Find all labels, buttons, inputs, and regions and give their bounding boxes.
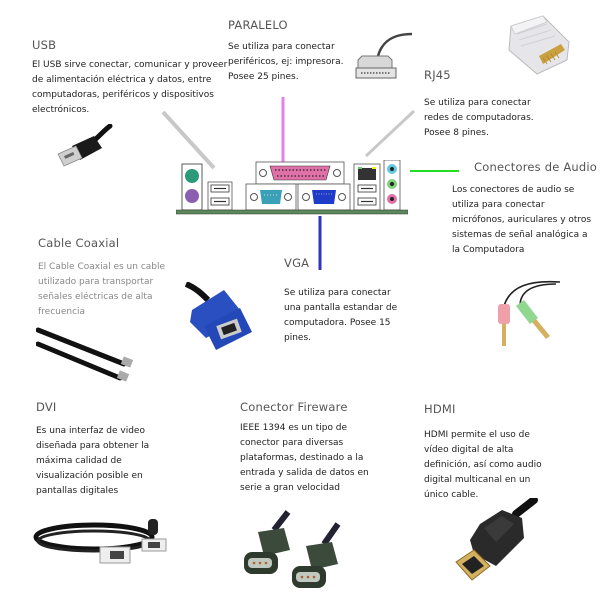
coaxial-title: Cable Coaxial — [38, 236, 120, 250]
dvi-title: DVI — [36, 400, 57, 414]
audio-jack-icon — [498, 280, 561, 346]
usb-description: El USB sirve conectar, comunicar y prove… — [32, 60, 228, 115]
audio-title: Conectores de Audio — [474, 160, 598, 174]
rj45-plug-icon — [508, 15, 570, 75]
firewire-cable-icon — [244, 510, 341, 588]
paralelo-description: Se utiliza para conectar periféricos, ej… — [228, 42, 344, 82]
motherboard-back-panel — [176, 160, 408, 215]
dvi-description: Es una interfaz de video diseñada para o… — [36, 426, 150, 496]
audio-description: Los conectores de audio se utiliza para … — [452, 185, 592, 255]
hdmi-title: HDMI — [424, 402, 456, 416]
usb-title: USB — [32, 38, 57, 52]
hdmi-cable-icon — [455, 498, 538, 581]
paralelo-title: PARALELO — [228, 18, 288, 32]
parallel-cable-icon — [355, 32, 413, 79]
coaxial-description: El Cable Coaxial es un cable utilizado p… — [38, 262, 166, 317]
firewire-description: IEEE 1394 es un tipo de conector para di… — [240, 423, 369, 493]
vga-description: Se utiliza para conectar una pantalla es… — [284, 288, 398, 343]
rj45-title: RJ45 — [424, 68, 451, 82]
ps2-mouse-port — [185, 169, 199, 183]
vga-title: VGA — [284, 256, 310, 270]
ps2-keyboard-port — [185, 189, 199, 203]
rj45-pointer-line — [364, 109, 416, 158]
dvi-cable-icon — [33, 519, 167, 564]
usb-cable-icon — [57, 124, 113, 167]
vga-cable-icon — [184, 282, 252, 350]
usb-pointer-line — [161, 110, 216, 170]
firewire-title: Conector Fireware — [240, 400, 348, 414]
hdmi-description: HDMI permite el uso de vídeo digital de … — [424, 430, 542, 500]
coaxial-cable-icon — [36, 327, 134, 382]
rj45-description: Se utiliza para conectar redes de comput… — [424, 98, 534, 138]
